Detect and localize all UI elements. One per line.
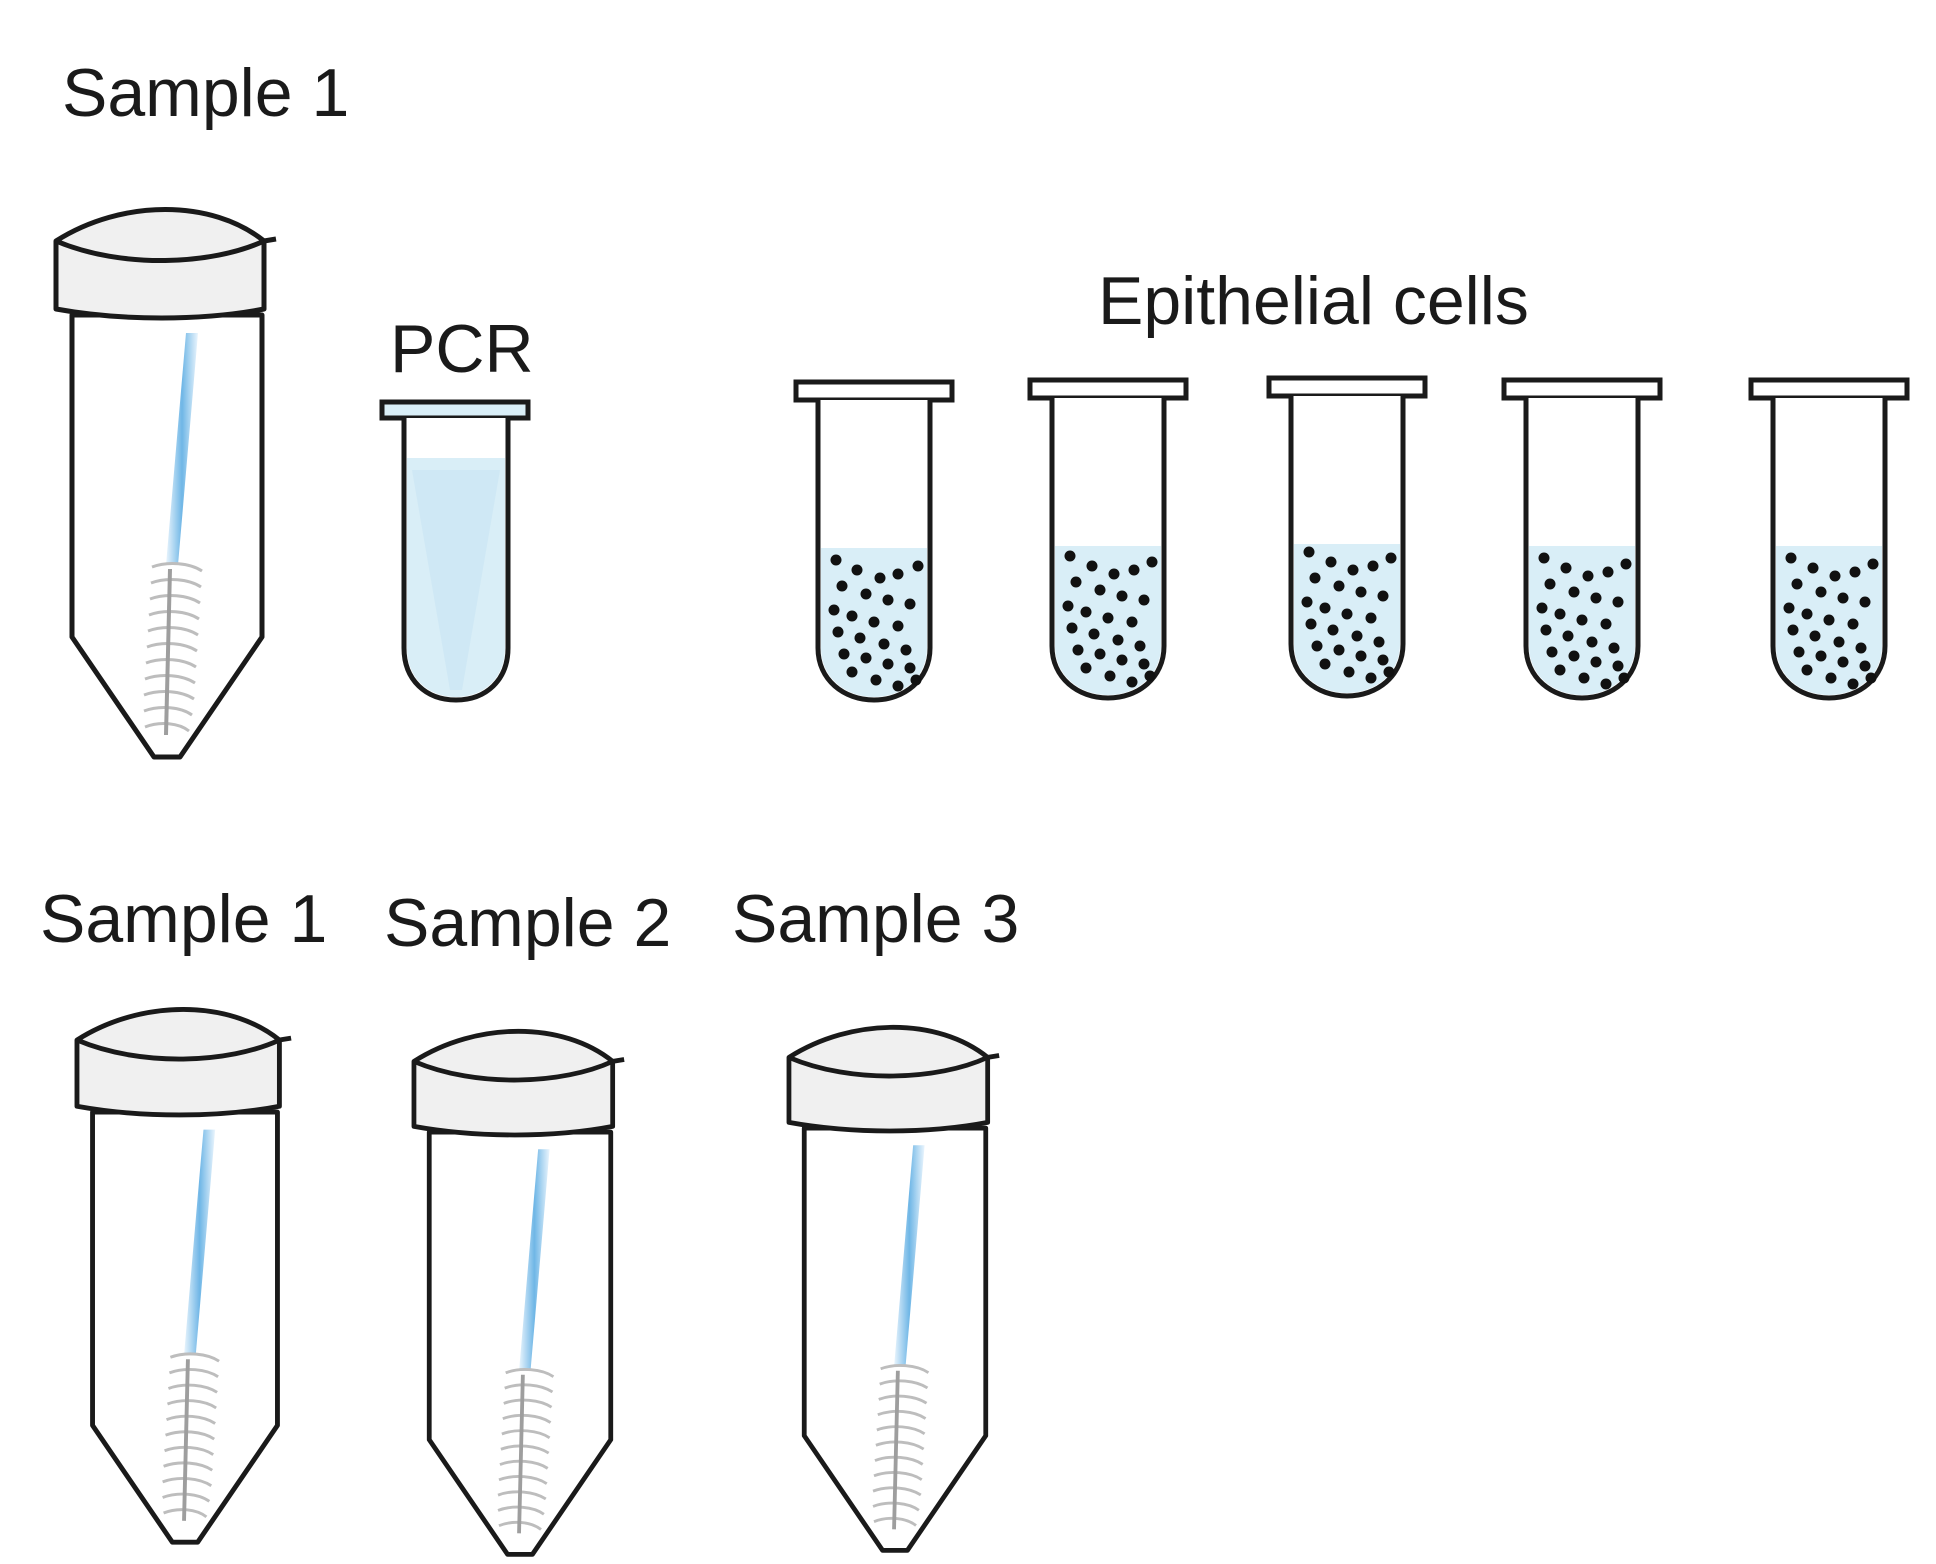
- swab-tube-bottom-1: [77, 1009, 291, 1542]
- swab-tube-bottom-3: [789, 1027, 999, 1550]
- label-bottom-sample-3: Sample 3: [732, 881, 1019, 957]
- swab-tube-top: [56, 210, 276, 758]
- swab-tube-bottom-2: [414, 1031, 624, 1554]
- cell-dots-4: [1536, 552, 1632, 690]
- label-pcr: PCR: [390, 311, 534, 387]
- label-bottom-sample-1: Sample 1: [40, 881, 327, 957]
- epithelial-cell-tube-3: [1269, 378, 1425, 696]
- cell-dots-5: [1783, 552, 1879, 690]
- label-bottom-sample-2: Sample 2: [384, 885, 671, 961]
- pcr-tube: [379, 399, 531, 703]
- epithelial-cell-tube-1: [796, 382, 952, 700]
- epithelial-cell-tube-5: [1751, 380, 1907, 698]
- label-top-sample-1: Sample 1: [62, 55, 349, 131]
- epithelial-cell-tube-2: [1030, 380, 1186, 698]
- cell-dots-1: [828, 554, 924, 692]
- cell-dots-3: [1301, 546, 1397, 684]
- label-epithelial-cells: Epithelial cells: [1098, 263, 1529, 339]
- cell-dots-2: [1062, 550, 1158, 688]
- epithelial-cell-tube-4: [1504, 380, 1660, 698]
